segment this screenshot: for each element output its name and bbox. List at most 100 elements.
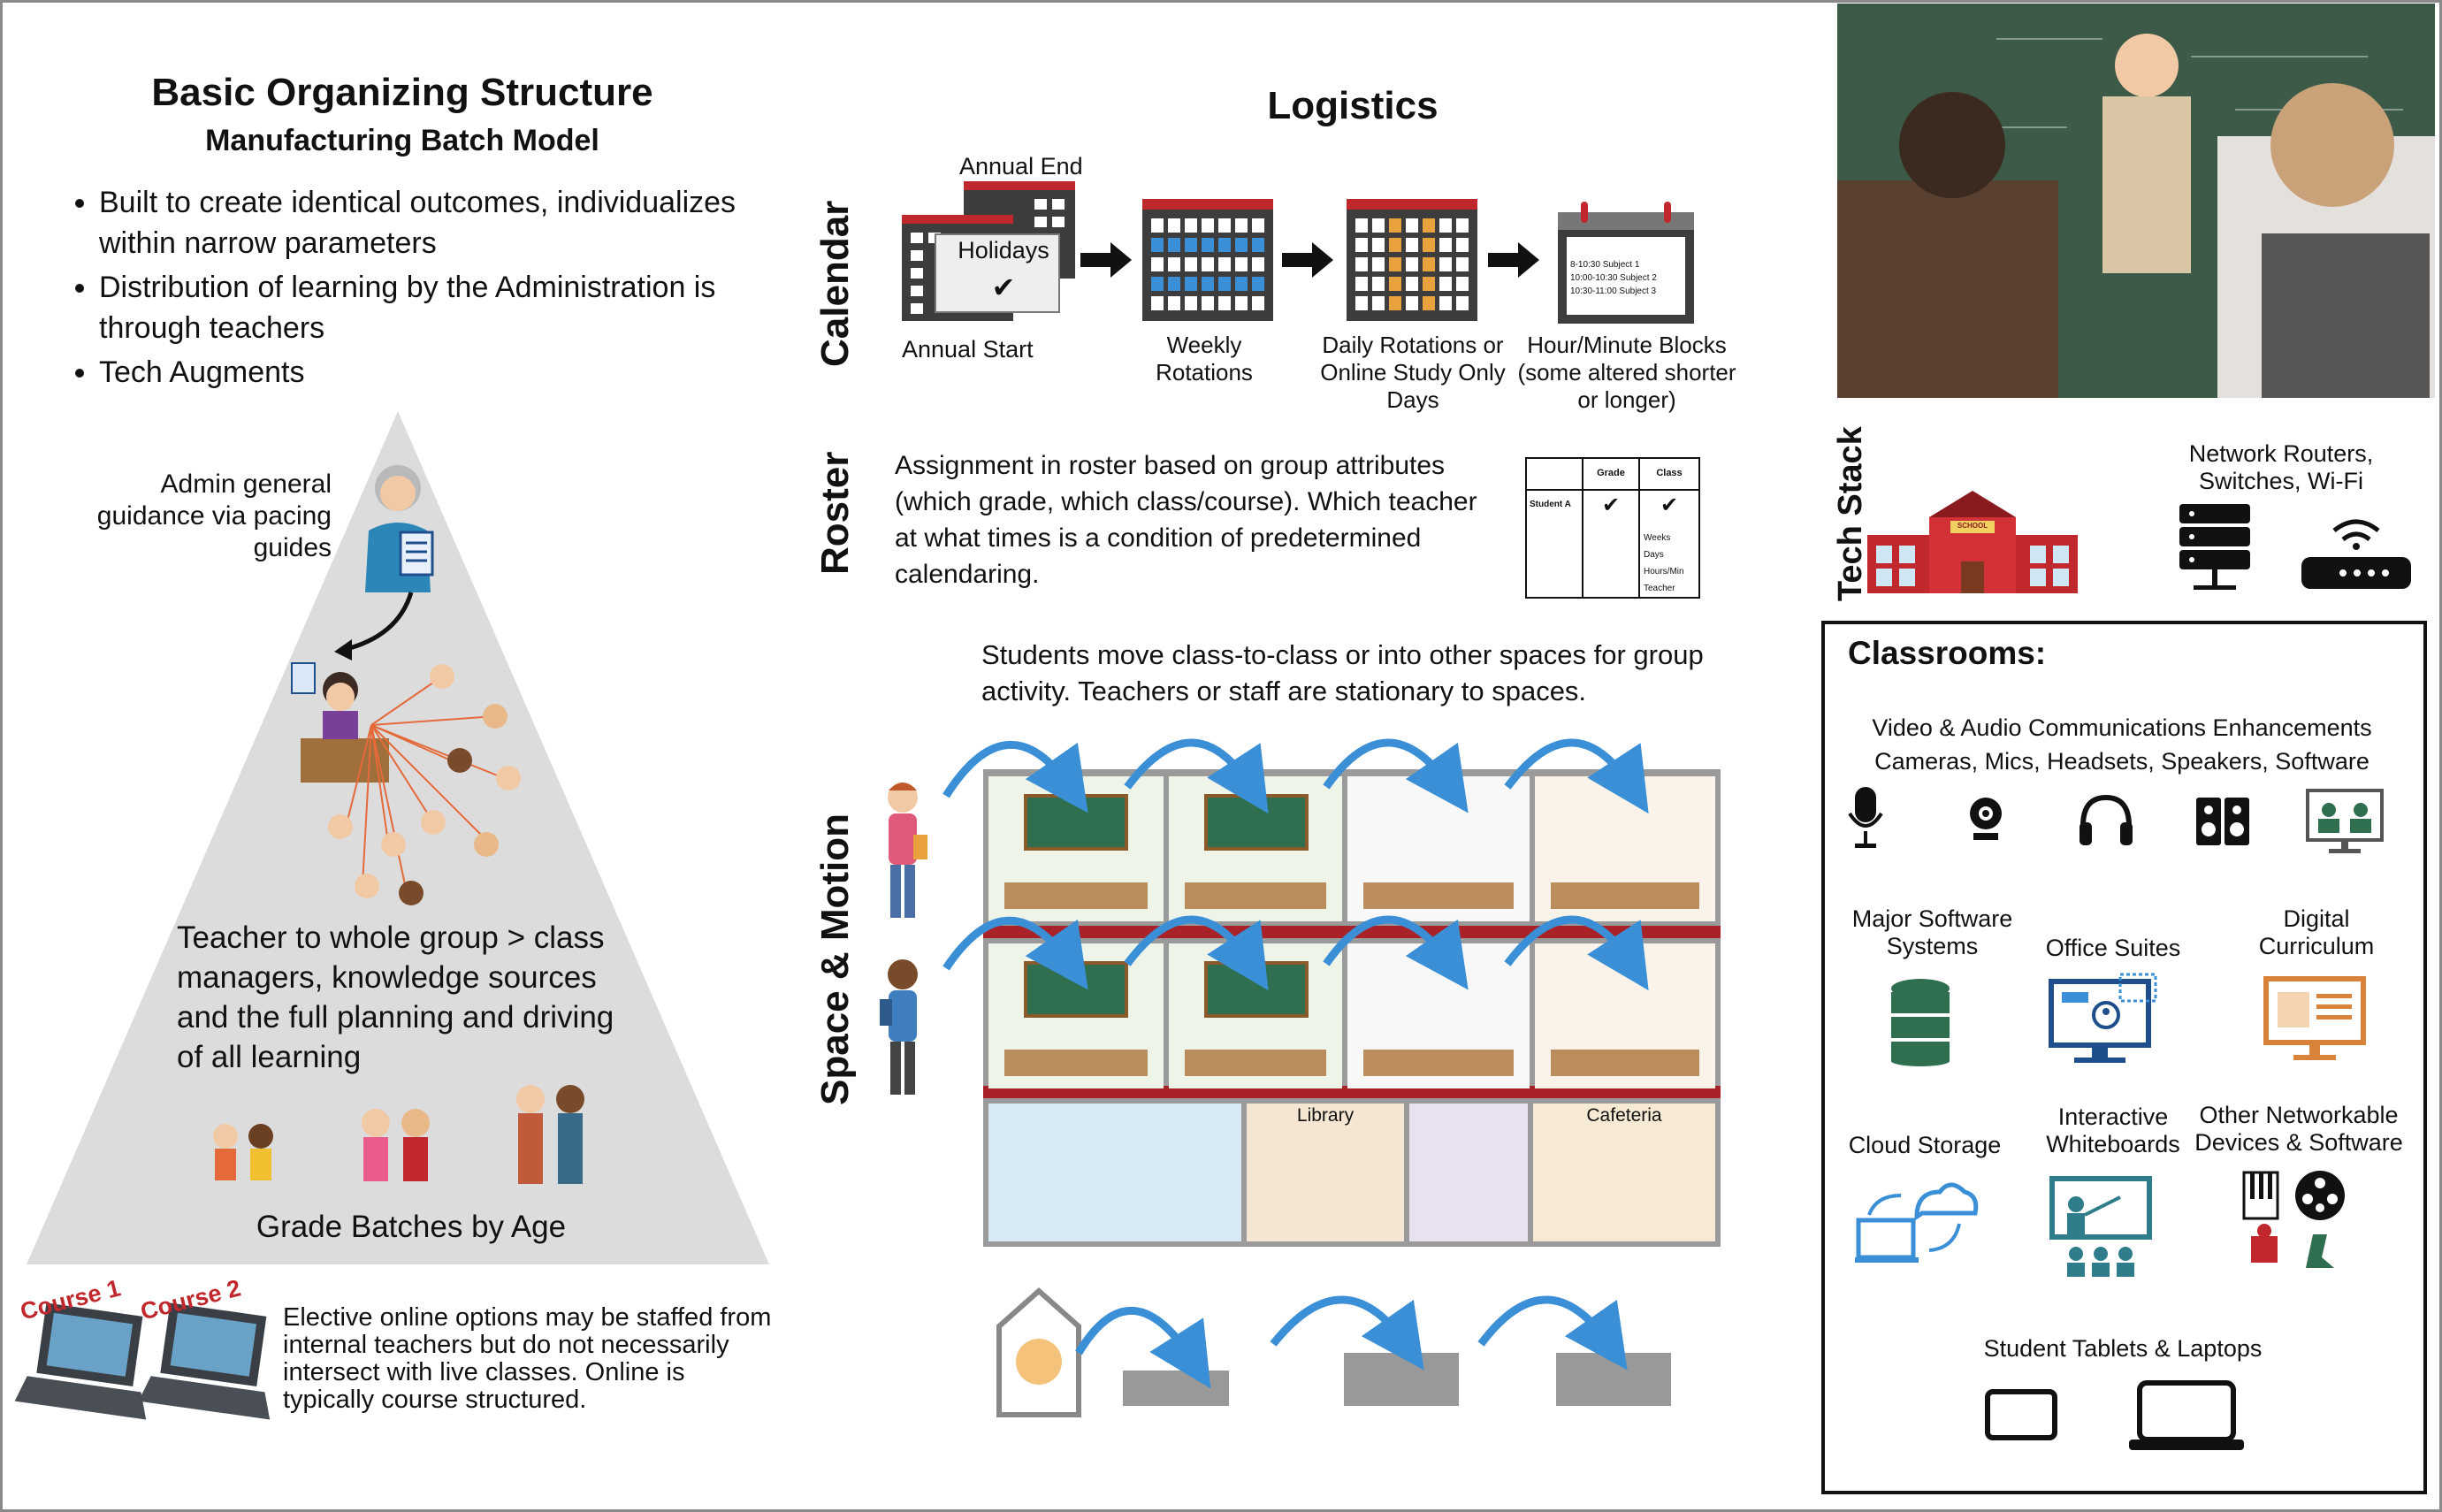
bullet-item: Built to create identical outcomes, indi…	[99, 182, 764, 263]
teacher-role-text: Teacher to whole group > class managers,…	[177, 920, 614, 1074]
classrooms-box	[1821, 621, 2427, 1494]
elective-text: Elective online options may be staffed f…	[283, 1303, 772, 1414]
cloud-sync-icon	[1855, 1182, 1979, 1263]
calendar-arrow-icon	[1488, 242, 1539, 278]
calendar-day-cell	[1372, 257, 1385, 271]
calendar-day-cell	[1235, 257, 1248, 271]
logistics-title: Logistics	[1267, 84, 1438, 127]
calendar-day-cell	[1406, 296, 1418, 310]
desk-row	[1185, 1050, 1326, 1076]
calendar-arrow-icon	[1080, 242, 1132, 278]
calendar-day-cell	[1355, 277, 1368, 291]
calendar-day-cell	[1456, 277, 1469, 291]
calendar-day-cell	[1185, 277, 1197, 291]
calendar-day-cell	[1252, 277, 1264, 291]
desk-row	[1551, 1050, 1699, 1076]
calendar-day-cell	[1456, 296, 1469, 310]
calendar-day-cell	[1235, 277, 1248, 291]
calendar-day-cell	[1252, 218, 1264, 233]
calendar-day-cell	[1218, 238, 1231, 252]
holidays-check-icon: ✔	[991, 271, 1016, 303]
chalkboard	[1024, 794, 1128, 851]
student-walking-icon	[888, 783, 927, 918]
library-label: Library	[1296, 1105, 1355, 1126]
calendar-day-cell	[1389, 296, 1401, 310]
roster-header: Class	[1656, 468, 1683, 478]
student-walking-icon	[880, 959, 918, 1095]
remote-learning-row	[996, 1287, 1671, 1417]
hour-schedule: 8-10:30 Subject 1 10:00-10:30 Subject 2 …	[1570, 258, 1685, 298]
roster-header: Grade	[1597, 468, 1625, 478]
admin-arrow-icon	[334, 592, 414, 661]
desk-row	[1551, 882, 1699, 909]
network-label: Network Routers, Switches, Wi-Fi	[2188, 440, 2374, 494]
calendar-day-cell	[1389, 257, 1401, 271]
calendar-day-cell	[1185, 257, 1197, 271]
office-suite-icon	[2049, 973, 2157, 1063]
tablet-icon	[1985, 1389, 2057, 1440]
roster-extra-item: Weeks	[1644, 533, 1671, 543]
calendar-day-cell	[1406, 238, 1418, 252]
floor-divider	[983, 1086, 1721, 1098]
motion-arrows	[942, 738, 1649, 991]
calendar-day-cell	[1168, 257, 1180, 271]
calendar-day-cell	[1439, 238, 1452, 252]
space-text: Students move class-to-class or into oth…	[981, 639, 1704, 706]
cloud-storage-label: Cloud Storage	[1848, 1132, 2002, 1158]
calendar-day-cell	[1456, 238, 1469, 252]
calendar-day-cell	[1423, 218, 1435, 233]
laptop-icon	[2129, 1380, 2244, 1450]
calendar-day-cell	[1372, 218, 1385, 233]
calendar-day-cell	[1406, 257, 1418, 271]
calendar-day-cell	[1355, 296, 1368, 310]
calendar-day-cell	[1372, 277, 1385, 291]
online-courses-icon	[14, 1302, 271, 1420]
calendar-day-cell	[1151, 277, 1164, 291]
desk-row	[1363, 882, 1514, 909]
calendar-day-cell	[1406, 218, 1418, 233]
cafeteria-room	[1533, 1103, 1715, 1241]
tech-stack-label: Tech Stack	[1832, 426, 1869, 601]
calendar-arrow-icon	[1282, 242, 1333, 278]
tablets-label: Student Tablets & Laptops	[1983, 1335, 2263, 1362]
wifi-router-icon	[2301, 519, 2411, 589]
calendar-day-cell	[1185, 296, 1197, 310]
library-room	[1247, 1103, 1404, 1241]
digital-curriculum-icon	[2263, 976, 2366, 1060]
roster-check-icon: ✔	[1660, 493, 1679, 517]
calendar-day-cell	[1168, 238, 1180, 252]
other-devices-label: Other Networkable Devices & Software	[2194, 1102, 2403, 1156]
calendar-day-cell	[1151, 296, 1164, 310]
calendar-day-cell	[1439, 296, 1452, 310]
calendar-day-cell	[1389, 218, 1401, 233]
calendar-day-cell	[1218, 257, 1231, 271]
calendar-day-cell	[1439, 257, 1452, 271]
bullet-item: Distribution of learning by the Administ…	[99, 267, 764, 348]
roster-extra-list: Weeks Days Hours/Min Teacher	[1644, 530, 1684, 597]
hour-blocks-label: Hour/Minute Blocks (some altered shorter…	[1517, 332, 1736, 413]
calendar-day-cell	[1372, 238, 1385, 252]
cafeteria-label: Cafeteria	[1586, 1105, 1662, 1126]
digital-curriculum-label: Digital Curriculum	[2258, 905, 2375, 959]
bullet-list: Built to create identical outcomes, indi…	[57, 182, 764, 396]
roster-row-label: Student A	[1530, 500, 1571, 509]
speakers-icon	[2196, 798, 2249, 845]
schedule-line: 8-10:30 Subject 1	[1570, 260, 1640, 270]
hour-calendar-icon	[1558, 202, 1694, 324]
schedule-line: 10:00-10:30 Subject 2	[1570, 273, 1657, 283]
school-sign: SCHOOL	[1957, 522, 1988, 530]
weekly-calendar-icon	[1142, 199, 1273, 321]
av-label: Video & Audio Communications Enhancement…	[1872, 714, 2372, 741]
main-title: Basic Organizing Structure	[151, 71, 653, 114]
headset-icon	[2080, 794, 2133, 845]
classroom-room	[1347, 943, 1530, 1088]
annual-start-label: Annual Start	[902, 336, 1034, 363]
calendar-day-cell	[1151, 218, 1164, 233]
calendar-day-cell	[1389, 238, 1401, 252]
calendar-day-cell	[1151, 238, 1164, 252]
calendar-day-cell	[1168, 277, 1180, 291]
interactive-whiteboard-icon	[2049, 1176, 2152, 1277]
teacher-students-icon	[291, 662, 521, 905]
server-icon	[2179, 504, 2250, 590]
av-items-label: Cameras, Mics, Headsets, Speakers, Softw…	[1874, 748, 2370, 775]
